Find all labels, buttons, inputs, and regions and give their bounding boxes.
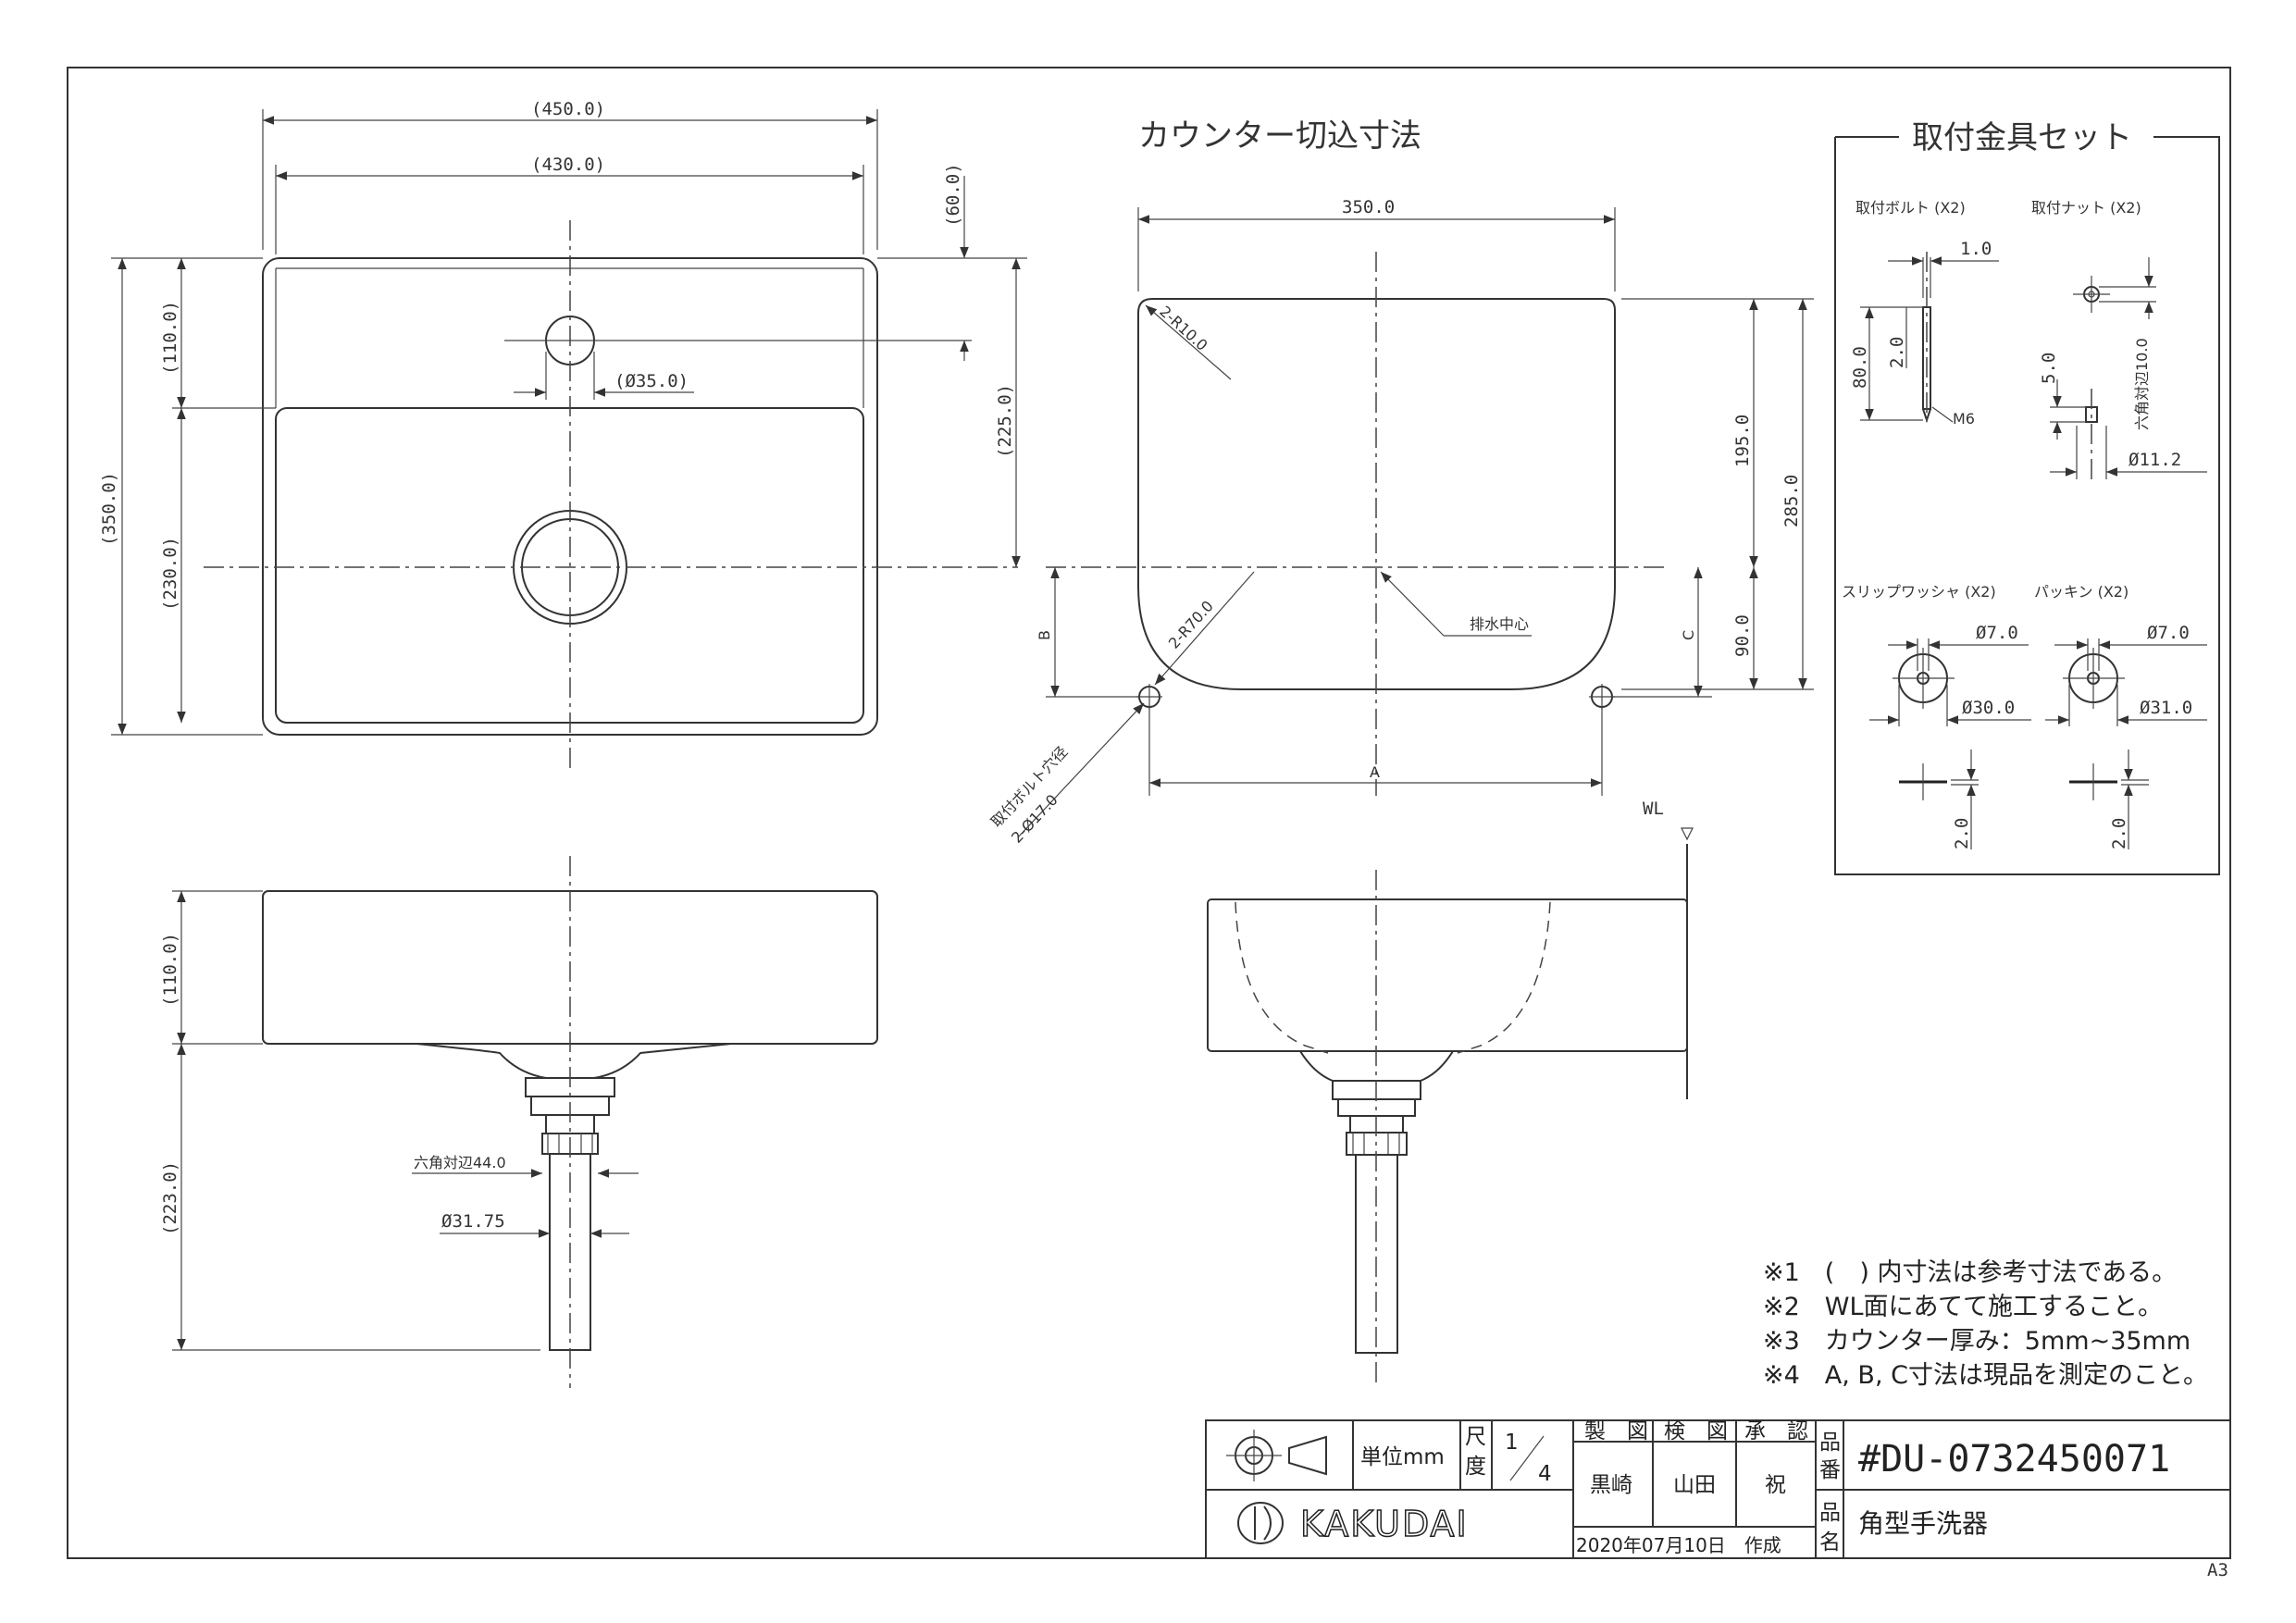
dim-overall-depth: (350.0) xyxy=(99,472,119,546)
note-2: ※2 WL面にあてて施工すること。 xyxy=(1763,1293,2163,1321)
dim-cutout-depth-total: 285.0 xyxy=(1781,475,1802,527)
washer-outer-diameter: Ø30.0 xyxy=(1962,698,2015,718)
nut-hex-size: 六角対辺10.0 xyxy=(2133,338,2151,430)
dim-hex-size: 六角対辺44.0 xyxy=(414,1154,506,1171)
drain-pipe-side xyxy=(1355,1154,1398,1354)
dim-label-a: A xyxy=(1370,763,1380,781)
counter-cutout-view: カウンター切込寸法 350.0 195.0 90.0 285.0 C B xyxy=(987,118,1814,847)
note-3: ※3 カウンター厚み：5mm~35mm xyxy=(1763,1327,2191,1356)
dim-inner-width: (430.0) xyxy=(531,155,605,175)
dim-cutout-depth-lower: 90.0 xyxy=(1732,614,1753,657)
dim-bowl-height: (110.0) xyxy=(160,933,180,1007)
approved-by: 祝 xyxy=(1765,1473,1786,1497)
drawn-by: 黒崎 xyxy=(1590,1473,1632,1497)
note-4: ※4 A, B, C寸法は現品を測定のこと。 xyxy=(1763,1361,2208,1390)
washer-inner-diameter: Ø7.0 xyxy=(1976,623,2018,643)
dim-faucet-hole: (Ø35.0) xyxy=(614,371,689,391)
dim-overall-width: (450.0) xyxy=(531,99,605,119)
dim-cutout-width: 350.0 xyxy=(1342,197,1395,217)
dim-cutout-depth-upper: 195.0 xyxy=(1732,415,1753,467)
washer-label: スリップワッシャ (X2) xyxy=(1842,583,1996,601)
col-checked: 検 図 xyxy=(1664,1419,1728,1443)
title-block: 単位mm 尺 度 1 4 製 図 検 図 承 認 黒崎 山田 祝 2020年07… xyxy=(1205,1419,2231,1559)
packing-label: パッキン (X2) xyxy=(2034,583,2128,601)
dim-label-b: B xyxy=(1036,630,1053,640)
part-number: #DU-0732450071 xyxy=(1858,1438,2170,1481)
part-no-label-2: 番 xyxy=(1819,1458,1841,1482)
col-drawn: 製 図 xyxy=(1584,1419,1648,1443)
bolt-thread: M6 xyxy=(1953,410,1975,427)
unit-label: 単位mm xyxy=(1360,1445,1445,1469)
bolt-width: 1.0 xyxy=(1960,239,1992,259)
packing-outer-diameter: Ø31.0 xyxy=(2140,698,2192,718)
front-view: (110.0) (223.0) 六角対辺44.0 Ø31.75 xyxy=(160,856,878,1388)
sheet-border xyxy=(67,67,2231,1559)
scale-label-2: 度 xyxy=(1465,1455,1486,1479)
top-view: (450.0) (430.0) (350.0) (110.0) (230.0) … xyxy=(99,99,1027,768)
wl-label: WL xyxy=(1643,799,1664,819)
bolt-length: 80.0 xyxy=(1850,346,1870,389)
drain-center-label: 排水中心 xyxy=(1470,615,1529,633)
kakudai-logo: KAKUDAI xyxy=(1237,1502,1469,1545)
nut-label: 取付ナット (X2) xyxy=(2031,199,2141,217)
bolt-end: 2.0 xyxy=(1887,337,1907,368)
dim-faucet-offset: (60.0) xyxy=(943,163,963,227)
hardware-set-panel: 取付金具セット 取付ボルト (X2) 80.0 2.0 1.0 M6 取付ナット… xyxy=(1834,119,2220,875)
dim-radius-top: 2-R10.0 xyxy=(1156,303,1210,354)
nut-height: 5.0 xyxy=(2039,353,2059,384)
dim-back-depth: (230.0) xyxy=(160,537,180,611)
scale-numerator: 1 xyxy=(1505,1431,1519,1455)
projection-symbol-icon xyxy=(1226,1430,1327,1481)
packing-inner-diameter: Ø7.0 xyxy=(2147,623,2190,643)
brand-name: KAKUDAI xyxy=(1300,1504,1469,1544)
notes: ※1 ( ) 内寸法は参考寸法である。 ※2 WL面にあてて施工すること。 ※3… xyxy=(1763,1258,2208,1390)
dim-label-c: C xyxy=(1680,630,1697,640)
bolt-label: 取付ボルト (X2) xyxy=(1855,199,1966,217)
side-view: WL xyxy=(1207,799,1694,1388)
dim-trap-height: (223.0) xyxy=(160,1161,180,1235)
scale-denominator: 4 xyxy=(1538,1462,1552,1486)
part-no-label-1: 品 xyxy=(1819,1431,1841,1455)
part-name-label-2: 名 xyxy=(1819,1530,1841,1555)
dim-drain-offset: (225.0) xyxy=(995,384,1015,458)
nut-diameter: Ø11.2 xyxy=(2128,450,2181,470)
note-1: ※1 ( ) 内寸法は参考寸法である。 xyxy=(1763,1258,2177,1287)
col-approved: 承 認 xyxy=(1744,1419,1808,1443)
drawing-date: 2020年07月10日 作成 xyxy=(1576,1534,1781,1556)
part-name: 角型手洗器 xyxy=(1858,1508,1988,1539)
dim-pipe-diameter: Ø31.75 xyxy=(441,1211,505,1232)
packing-thickness: 2.0 xyxy=(2109,818,2129,849)
washer-thickness: 2.0 xyxy=(1952,818,1972,849)
sheet-size-label: A3 xyxy=(2207,1560,2228,1580)
checked-by: 山田 xyxy=(1673,1473,1716,1497)
hardware-title: 取付金具セット xyxy=(1912,119,2132,156)
scale-label-1: 尺 xyxy=(1465,1425,1486,1449)
cutout-title: カウンター切込寸法 xyxy=(1138,118,1421,155)
dim-front-depth: (110.0) xyxy=(160,301,180,375)
part-name-label-1: 品 xyxy=(1819,1501,1841,1525)
